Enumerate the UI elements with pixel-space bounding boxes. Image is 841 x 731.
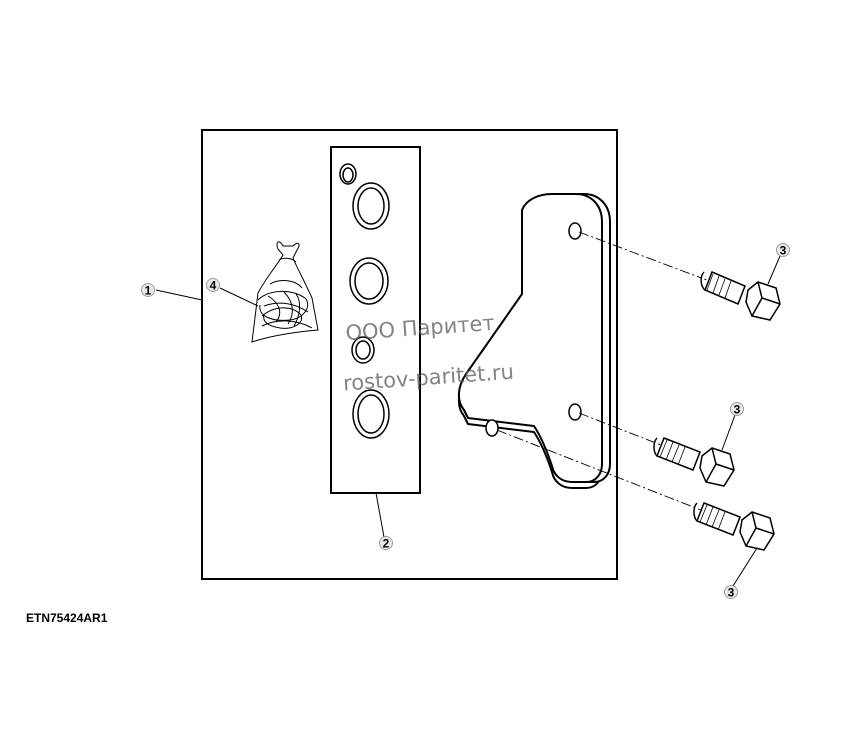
kit-frame [201, 129, 618, 580]
svg-text:3: 3 [734, 403, 741, 417]
svg-text:1: 1 [145, 284, 152, 298]
svg-text:3: 3 [780, 244, 787, 258]
bolt-top [700, 271, 781, 321]
callout-bolt-top: 3 [767, 243, 790, 285]
seal-sheet [330, 146, 421, 494]
svg-text:3: 3 [728, 586, 735, 600]
gasket-stack [458, 193, 611, 489]
figure-id: ETN75424AR1 [26, 611, 108, 625]
callout-kit: 1 [141, 283, 203, 301]
svg-text:2: 2 [383, 537, 390, 551]
svg-text:4: 4 [210, 279, 217, 293]
callout-bolt-middle: 3 [721, 402, 744, 451]
callout-hardware-bag: 4 [206, 278, 259, 307]
bolt-middle [653, 437, 735, 487]
hardware-bag [251, 241, 319, 343]
center-lines [496, 231, 713, 513]
callout-bolt-bottom: 3 [724, 547, 758, 600]
bolt-bottom [693, 502, 775, 551]
callout-seal-sheet: 2 [375, 492, 393, 551]
